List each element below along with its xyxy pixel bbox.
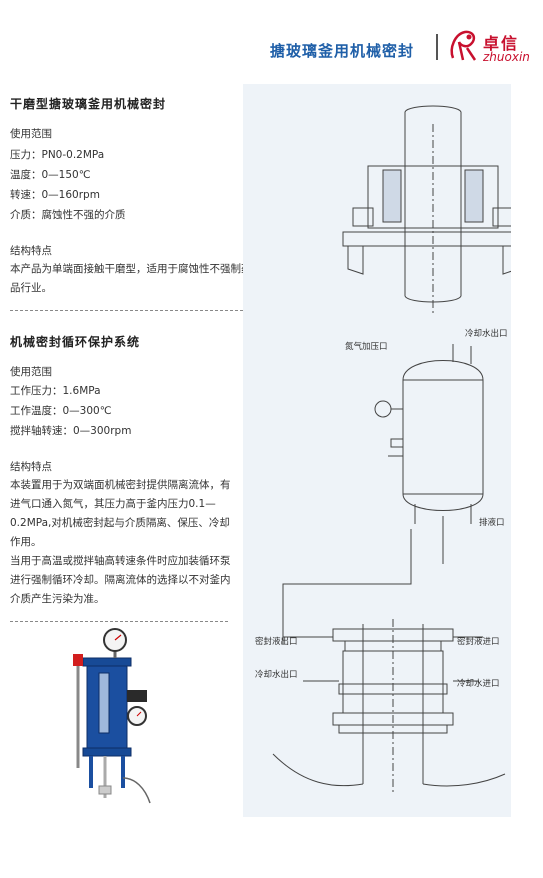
section-1-feature-text: 本产品为单端面接触干磨型，适用于腐蚀性不强制药、食品行业。 <box>10 263 273 294</box>
section-1-feature-heading: 结构特点 <box>10 245 52 257</box>
section-1-title: 干磨型搪玻璃釜用机械密封 <box>10 97 167 111</box>
label-seal-fluid-outlet: 密封液出口 <box>255 637 298 647</box>
section-1-usage-heading: 使用范围 <box>10 128 52 140</box>
section-1: 干磨型搪玻璃釜用机械密封 使用范围 压力：PN0-0.2MPa 温度：0—150… <box>10 95 290 298</box>
spec-line: 介质：腐蚀性不强的介质 <box>10 209 126 221</box>
section-2-feature-text-2: 当用于高温或搅拌轴高转速条件时应加装循环泵进行强制循环冷却。隔离流体的选择以不对… <box>10 555 231 605</box>
seal-and-system-diagram <box>272 105 511 794</box>
brand-name: 卓信 <box>483 34 520 53</box>
divider-dashed <box>10 310 293 311</box>
brand-latin: zhuoxin <box>483 50 530 64</box>
section-2-feature-text-1: 本装置用于为双端面机械密封提供隔离流体，有进气口通入氮气，其压力高于釜内压力0.… <box>10 479 231 548</box>
label-cooling-water-inlet: 冷却水进口 <box>457 679 500 689</box>
spec-line: 搅拌轴转速：0—300rpm <box>10 425 132 437</box>
spec-line: 工作压力：1.6MPa <box>10 385 101 397</box>
divider-dashed <box>10 621 228 622</box>
section-2: 机械密封循环保护系统 使用范围 工作压力：1.6MPa 工作温度：0—300℃ … <box>10 333 290 609</box>
header-title: 搪玻璃釜用机械密封 <box>270 42 415 60</box>
spec-line: 工作温度：0—300℃ <box>10 405 112 417</box>
brand: 卓信 zhuoxin <box>445 28 540 68</box>
header-divider <box>436 34 438 60</box>
section-2-feature-heading: 结构特点 <box>10 461 52 473</box>
diagram-panel: 氮气加压口 冷却水出口 排液口 密封液出口 密封液进口 冷却水出口 冷却水进口 <box>243 84 511 817</box>
label-nitrogen-inlet: 氮气加压口 <box>345 342 388 352</box>
circulation-system-photo <box>73 628 151 804</box>
label-seal-fluid-inlet: 密封液进口 <box>457 637 500 647</box>
label-drain: 排液口 <box>479 518 505 528</box>
label-cooling-water-outlet-top: 冷却水出口 <box>465 329 508 339</box>
spec-line: 压力：PN0-0.2MPa <box>10 149 105 161</box>
spec-line: 转速：0—160rpm <box>10 189 100 201</box>
label-cooling-water-outlet: 冷却水出口 <box>255 670 298 680</box>
brand-logo-icon <box>450 30 477 61</box>
spec-line: 温度：0—150℃ <box>10 169 91 181</box>
section-2-title: 机械密封循环保护系统 <box>10 335 141 349</box>
section-2-usage-heading: 使用范围 <box>10 366 52 378</box>
